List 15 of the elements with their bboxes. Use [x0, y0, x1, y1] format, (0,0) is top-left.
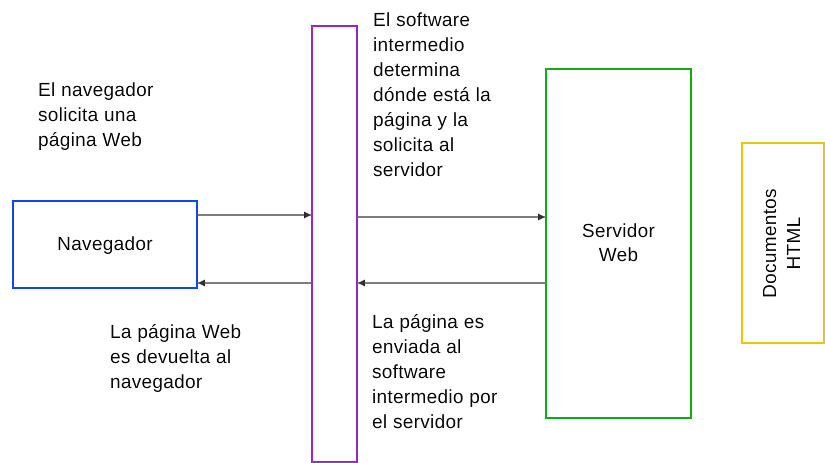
node-label: Servidor Web — [580, 220, 656, 268]
arrow — [358, 280, 545, 286]
process-box — [12, 200, 198, 289]
annotation-text: La página Web es devuelta al navegador — [110, 321, 242, 395]
process-box — [545, 68, 692, 419]
process-box — [741, 142, 825, 344]
annotation-text: La página es enviada al software intermedio por el servidor — [372, 311, 499, 435]
middleware-bar — [311, 25, 358, 463]
arrow — [198, 280, 311, 286]
node-label: Navegador — [56, 232, 154, 256]
annotation-text: El software intermedio determina dónde está la página y la solicita al servidor — [373, 9, 492, 183]
node-label: Documentos HTML — [759, 187, 806, 300]
annotation-text: El navegador solicita una página Web — [38, 79, 155, 153]
arrow — [358, 214, 545, 220]
arrow — [198, 212, 311, 218]
